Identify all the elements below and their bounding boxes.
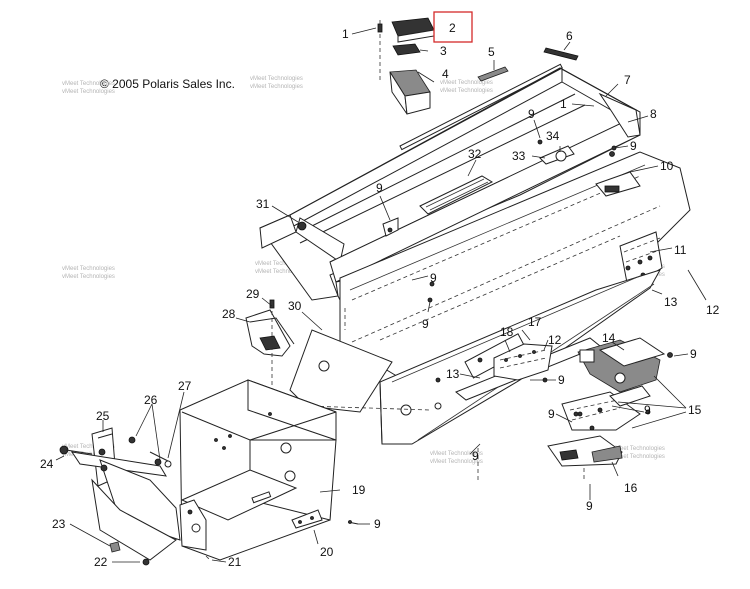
svg-text:vMeet Technologies: vMeet Technologies	[62, 266, 115, 272]
callout: 15	[688, 403, 702, 417]
screws	[387, 139, 673, 431]
leader-lines	[55, 27, 707, 563]
callout: 21	[228, 555, 242, 569]
rear-rack-frame	[259, 63, 641, 302]
callout: 28	[222, 307, 236, 321]
callout: 9	[558, 373, 565, 387]
svg-text:vMeet Technologies: vMeet Technologies	[250, 84, 303, 90]
callout: 20	[320, 545, 334, 559]
svg-text:vMeet Technologies: vMeet Technologies	[255, 261, 308, 267]
callout: 10	[660, 159, 674, 173]
highlight-box	[433, 11, 473, 43]
svg-text:vMeet Technologies: vMeet Technologies	[62, 89, 115, 95]
bracket-28	[245, 299, 346, 394]
callout: 27	[178, 379, 192, 393]
callout: 9	[644, 403, 651, 417]
callout: 14	[602, 331, 616, 345]
callout: 23	[52, 517, 66, 531]
callout: 8	[650, 107, 657, 121]
callout: 5	[488, 45, 495, 59]
callout: 12	[548, 333, 562, 347]
svg-text:vMeet Technologies: vMeet Technologies	[62, 444, 115, 450]
callout: 13	[446, 367, 460, 381]
callouts: 1 2 3 4 5 6 7 1 8 9 34 33 9 32 10 9 31 1…	[40, 11, 720, 569]
svg-text:vMeet Technologies: vMeet Technologies	[612, 446, 665, 452]
callout: 9	[376, 181, 383, 195]
svg-text:vMeet Technologies: vMeet Technologies	[62, 81, 115, 87]
lower-frame	[289, 269, 662, 480]
callout: 11	[674, 243, 687, 257]
callout: 33	[512, 149, 526, 163]
callout: 16	[624, 481, 638, 495]
callout: 19	[352, 483, 366, 497]
callout: 34	[546, 129, 560, 143]
callout: 9	[430, 271, 437, 285]
svg-text:vMeet Technologies: vMeet Technologies	[440, 88, 493, 94]
callout: 32	[468, 147, 482, 161]
callout: 9	[528, 107, 535, 121]
upper-small-parts	[377, 17, 607, 115]
copyright-text: © 2005 Polaris Sales Inc.	[100, 77, 235, 91]
linkage-parts	[59, 427, 359, 566]
callout: 13	[664, 295, 678, 309]
svg-text:vMeet Technologies: vMeet Technologies	[612, 454, 665, 460]
callout: 6	[566, 29, 573, 43]
callout: 31	[256, 197, 270, 211]
svg-text:vMeet Technologies: vMeet Technologies	[430, 459, 483, 465]
callout: 9	[586, 499, 593, 513]
callout: 9	[472, 449, 479, 463]
callout: 18	[500, 325, 514, 339]
mount-bracket-19	[179, 379, 337, 561]
svg-text:vMeet Technologies: vMeet Technologies	[440, 80, 493, 86]
svg-text:vMeet Technologies: vMeet Technologies	[62, 274, 115, 280]
right-brackets	[547, 337, 666, 480]
callout: 12	[706, 303, 720, 317]
callout: 26	[144, 393, 158, 407]
callout: 17	[528, 315, 542, 329]
callout: 29	[246, 287, 260, 301]
callout: 9	[690, 347, 697, 361]
callout: 9	[630, 139, 637, 153]
svg-text:vMeet Technologies: vMeet Technologies	[250, 76, 303, 82]
callout: 7	[624, 73, 631, 87]
callout: 24	[40, 457, 54, 471]
svg-text:vMeet Technologies: vMeet Technologies	[430, 451, 483, 457]
callout: 3	[440, 44, 447, 58]
callout: 9	[422, 317, 429, 331]
svg-text:vMeet Technologies: vMeet Technologies	[255, 269, 308, 275]
callout-highlighted: 2	[449, 21, 456, 35]
callout: 9	[374, 517, 381, 531]
callout: 25	[96, 409, 110, 423]
callout: 1	[342, 27, 349, 41]
callout: 1	[560, 97, 567, 111]
callout: 4	[442, 67, 449, 81]
callout: 22	[94, 555, 108, 569]
callout: 30	[288, 299, 302, 313]
callout: 9	[548, 407, 555, 421]
